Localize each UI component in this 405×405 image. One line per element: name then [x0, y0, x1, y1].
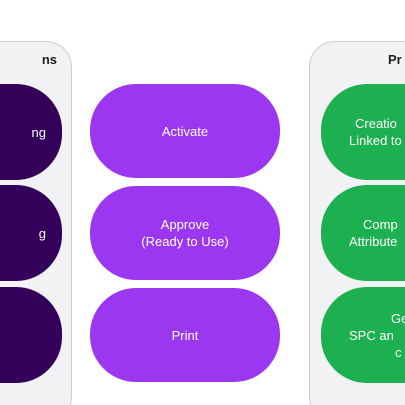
right-pill-1: Creatio Linked to [321, 84, 405, 180]
left-panel-title: ns [41, 52, 57, 67]
right-pill-3-line1: Ge [391, 310, 405, 326]
approve-label: Approve [160, 217, 210, 232]
right-panel-title: Pr [388, 52, 402, 67]
right-pill-1-line1: Creatio [355, 116, 397, 131]
right-pill-2: Comp Attribute [321, 185, 405, 281]
approve-sublabel: (Ready to Use) [141, 234, 229, 249]
activate-label: Activate [161, 123, 209, 139]
activate-pill: Activate [90, 84, 280, 178]
approve-pill: Approve (Ready to Use) [90, 186, 280, 280]
right-pill-2-line1: Comp [363, 217, 398, 232]
right-pill-1-line2: Linked to [349, 133, 402, 148]
right-pill-3: Ge SPC an c [321, 287, 405, 383]
left-pill-1-label: ng [31, 124, 46, 140]
left-pill-2-label: g [38, 225, 46, 241]
print-label: Print [171, 327, 199, 343]
right-pill-3-line2: SPC an [349, 327, 394, 343]
right-pill-3-line3: c [395, 344, 402, 360]
right-pill-2-line2: Attribute [349, 234, 398, 249]
print-pill: Print [90, 288, 280, 382]
